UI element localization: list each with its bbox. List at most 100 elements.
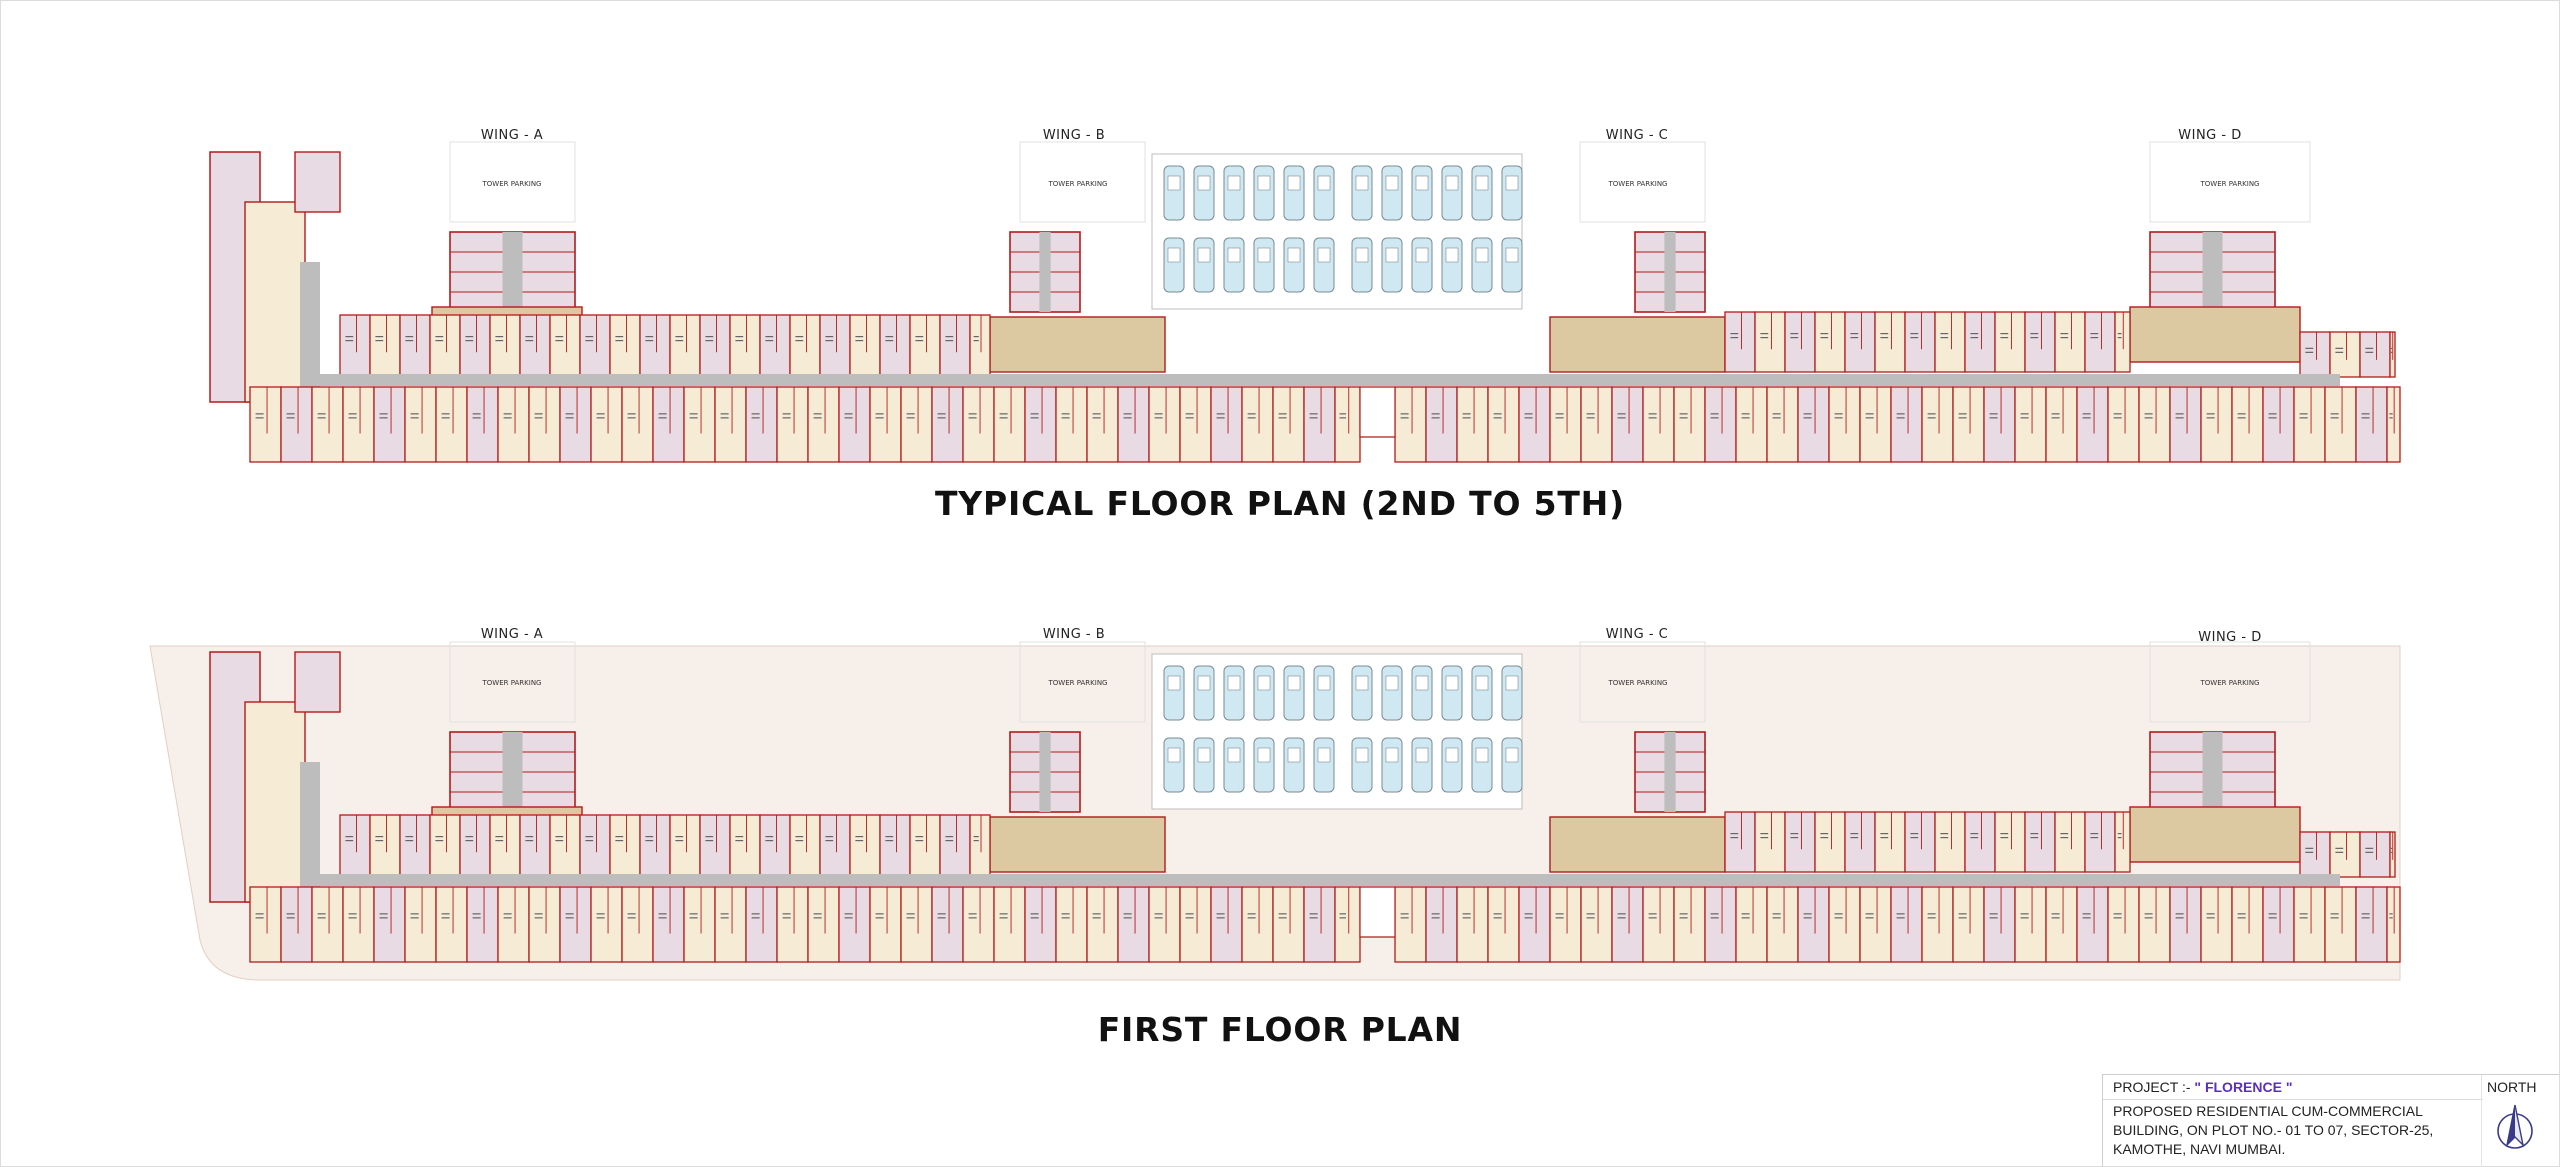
- plan-room-text: [1030, 913, 1039, 915]
- plan-room-text: [525, 840, 534, 842]
- car-windshield: [1475, 247, 1489, 263]
- plan-room: [1814, 311, 1846, 373]
- plan-room-text: [1896, 417, 1905, 419]
- plan-room: [819, 314, 851, 376]
- plan-room-text: [345, 340, 354, 342]
- parked-car-icon: [1351, 665, 1373, 721]
- plan-room-text: [1092, 913, 1101, 915]
- parked-car-icon: [1253, 665, 1275, 721]
- plan-room-text: [735, 336, 744, 338]
- plan-room: [621, 886, 654, 963]
- plan-room-text: [1586, 413, 1595, 415]
- plan-room-text: [348, 917, 357, 919]
- plan-room: [993, 386, 1026, 463]
- plan-room: [1487, 886, 1520, 963]
- tower-outline: [1019, 141, 1146, 223]
- plan-room: [745, 886, 778, 963]
- plan-room: [838, 886, 871, 963]
- plan-room: [1673, 386, 1706, 463]
- plan-room-text: [945, 340, 954, 342]
- car-windshield: [1257, 747, 1271, 763]
- plan-room-text: [945, 840, 954, 842]
- car-windshield: [1445, 675, 1459, 691]
- plan-room-text: [2305, 351, 2314, 353]
- plan-room: [807, 386, 840, 463]
- plan-room-text: [1834, 913, 1843, 915]
- plan-room-text: [705, 340, 714, 342]
- car-windshield: [1227, 675, 1241, 691]
- plan-room-text: [596, 917, 605, 919]
- plan-room-text: [2000, 837, 2009, 839]
- plan-room-text: [1185, 413, 1194, 415]
- wing-a-staircase: [300, 262, 320, 402]
- plan-room-text: [1030, 417, 1039, 419]
- plan-room-text: [2330, 913, 2339, 915]
- plan-room: [1904, 811, 1936, 873]
- plan-room: [1055, 886, 1088, 963]
- plan-room: [489, 314, 521, 376]
- plan-room-text: [255, 413, 264, 415]
- plan-room-text: [2113, 417, 2122, 419]
- parked-car-icon: [1193, 737, 1215, 793]
- plan-room: [429, 814, 461, 876]
- plan-room-text: [1216, 917, 1225, 919]
- common-passage: [300, 874, 2340, 886]
- plan-room-text: [1679, 913, 1688, 915]
- plan-room-text: [973, 340, 979, 342]
- plan-room: [373, 886, 406, 963]
- plan-room: [399, 814, 431, 876]
- plan-room-text: [1030, 917, 1039, 919]
- plan-room-text: [2060, 333, 2069, 335]
- parked-car-icon: [1501, 665, 1523, 721]
- tower-outline: [1579, 641, 1706, 723]
- plan-room-text: [2000, 833, 2009, 835]
- plan-room: [2107, 386, 2140, 463]
- plan-room-text: [751, 917, 760, 919]
- plan-room-text: [2020, 413, 2029, 415]
- plan-room-text: [585, 840, 594, 842]
- tower-parking-label-a: TOWER PARKING: [482, 180, 542, 188]
- car-windshield: [1385, 175, 1399, 191]
- plan-room-text: [615, 336, 624, 338]
- plan-room: [1921, 386, 1954, 463]
- plan-room-text: [2365, 351, 2374, 353]
- plan-room-text: [379, 917, 388, 919]
- plan-room-text: [2175, 913, 2184, 915]
- plan-room-text: [844, 417, 853, 419]
- plan-room-text: [1834, 413, 1843, 415]
- car-windshield: [1197, 247, 1211, 263]
- plan-room-text: [645, 340, 654, 342]
- plan-room-text: [348, 417, 357, 419]
- plan-room-text: [1061, 413, 1070, 415]
- plan-room-text: [1958, 417, 1967, 419]
- plan-room-text: [345, 836, 354, 838]
- plan-room: [2045, 386, 2078, 463]
- plan-room-text: [2365, 851, 2374, 853]
- plan-room-text: [2000, 333, 2009, 335]
- parked-car-icon: [1223, 665, 1245, 721]
- plan-room-text: [1865, 917, 1874, 919]
- plan-room: [1241, 886, 1274, 963]
- plan-room-text: [1339, 417, 1346, 419]
- plan-room: [1210, 886, 1243, 963]
- plan-room-text: [1216, 417, 1225, 419]
- plan-room: [1642, 386, 1675, 463]
- plan-room-text: [915, 836, 924, 838]
- plan-room-text: [1820, 833, 1829, 835]
- plan-room-text: [379, 913, 388, 915]
- plan-room: [2014, 886, 2047, 963]
- plan-room-text: [2237, 913, 2246, 915]
- plan-room-text: [765, 836, 774, 838]
- plan-room-text: [765, 340, 774, 342]
- plan-room-text: [2335, 351, 2344, 353]
- plan-room-text: [1880, 837, 1889, 839]
- plan-room-text: [1896, 413, 1905, 415]
- plan-room-text: [565, 917, 574, 919]
- plan-room: [1210, 386, 1243, 463]
- typical-floor-plan-title: TYPICAL FLOOR PLAN (2ND TO 5TH): [935, 484, 1625, 523]
- plan-room: [969, 314, 991, 376]
- plan-room-text: [1989, 913, 1998, 915]
- plan-room-text: [645, 840, 654, 842]
- plan-room: [683, 386, 716, 463]
- car-windshield: [1505, 247, 1519, 263]
